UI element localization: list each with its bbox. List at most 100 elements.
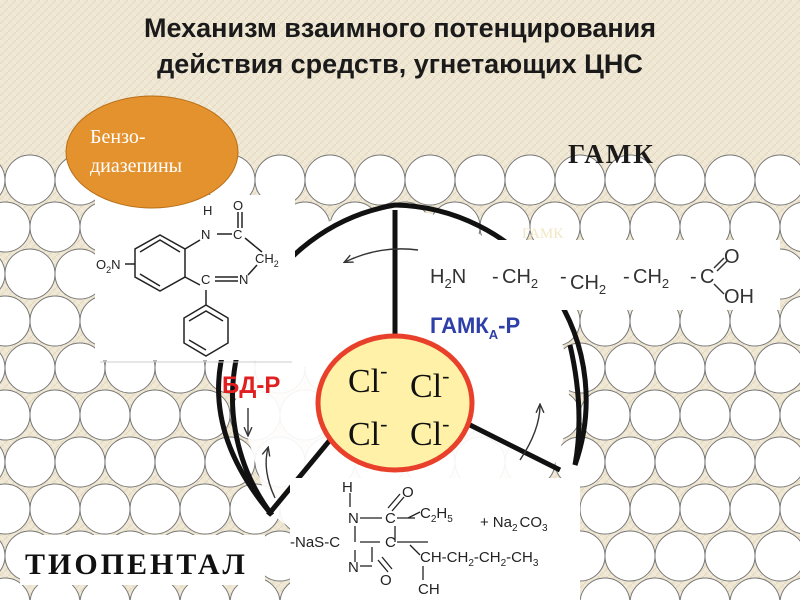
benzo-atom-o: O xyxy=(233,198,243,213)
membrane-cell xyxy=(779,484,800,534)
benzo-atom-h: H xyxy=(203,203,212,218)
membrane-cell xyxy=(29,201,81,253)
benzo-structure-panel xyxy=(95,195,295,360)
gaba-carboxyl-o: O xyxy=(724,246,740,268)
membrane-cell xyxy=(779,202,800,252)
flow-arrow xyxy=(345,248,419,262)
benzo-atom-n2: N xyxy=(239,272,248,287)
membrane-cell xyxy=(179,483,231,535)
membrane-cell xyxy=(129,389,181,441)
membrane-cell xyxy=(704,154,756,206)
benzo-phenyl-ring xyxy=(183,304,229,357)
membrane-cell xyxy=(679,577,731,600)
membrane-cell xyxy=(654,342,706,394)
membrane-cell xyxy=(4,342,56,394)
membrane-cell xyxy=(754,154,800,206)
chloride-channel: Cl- Cl- Cl- Cl- xyxy=(315,333,475,473)
membrane-cell xyxy=(729,389,781,441)
membrane-cell xyxy=(0,577,31,600)
membrane-cell xyxy=(29,295,81,347)
gaba-label: ГАМК xyxy=(568,139,655,169)
membrane-cell xyxy=(704,342,756,394)
membrane-cell xyxy=(579,577,631,600)
membrane-cell xyxy=(779,390,800,440)
membrane-cell xyxy=(54,436,106,488)
slide-title-line1: Механизм взаимного потенцирования xyxy=(143,13,657,43)
thio-atom-n2: N xyxy=(348,559,359,576)
membrane-cell xyxy=(654,154,706,206)
receptor-left-arc xyxy=(216,344,274,517)
gaba-ch2-3: CH2 xyxy=(633,266,669,291)
membrane-cell xyxy=(654,530,706,582)
receptor-outer-arc xyxy=(229,202,589,517)
bd-receptor-label: БД-Р xyxy=(222,372,280,399)
thio-ethyl: C2H5 xyxy=(420,505,453,525)
gaba-dash: - xyxy=(623,266,630,288)
gaba-formula: ГАМК H2N - CH2 - CH2 - CH2 - C O OH xyxy=(420,226,780,310)
thiopental-label: ТИОПЕНТАЛ xyxy=(25,548,248,581)
membrane-cell xyxy=(29,483,81,535)
membrane-cell xyxy=(779,296,800,346)
benzo-label-line1: Бензо- xyxy=(90,126,146,148)
membrane-cell xyxy=(79,389,131,441)
benzo-atom-c2: C xyxy=(201,272,210,287)
gaba-carboxyl-oh: OH xyxy=(724,286,754,308)
flow-arrow xyxy=(519,405,540,461)
membrane-cell xyxy=(404,154,456,206)
membrane-cell xyxy=(354,154,406,206)
membrane-cell xyxy=(629,389,681,441)
thio-atom-c2: C xyxy=(385,534,396,551)
membrane-cell xyxy=(454,154,506,206)
thio-atom-ch: CH xyxy=(418,581,440,598)
membrane-cell xyxy=(604,342,656,394)
thio-atom-h: H xyxy=(342,479,353,496)
chloride-ion: Cl- xyxy=(410,411,449,453)
membrane-cell xyxy=(154,436,206,488)
thio-side-chain: CH-CH2-CH2-CH3 xyxy=(420,549,539,569)
gaba-ghost-label: ГАМК xyxy=(522,226,564,242)
benzo-atom-c: C xyxy=(233,227,242,242)
gaba-dash: - xyxy=(560,266,567,288)
receptor-divider xyxy=(468,422,562,473)
membrane-cell xyxy=(704,530,756,582)
receptor-divider xyxy=(266,438,332,517)
membrane-cell xyxy=(754,436,800,488)
gaba-a-receptor-label: ГАМКА-Р xyxy=(430,313,520,342)
membrane-cell xyxy=(4,436,56,488)
thio-atom-n: N xyxy=(348,510,359,527)
slide-title: Механизм взаимного потенцирования действ… xyxy=(0,10,800,82)
membrane-cell xyxy=(79,483,131,535)
membrane-cell xyxy=(4,248,56,300)
membrane-cell xyxy=(129,483,181,535)
membrane-cell xyxy=(579,483,631,535)
chloride-ion: Cl- xyxy=(410,363,449,405)
membrane-cell xyxy=(779,578,800,600)
chloride-ion: Cl- xyxy=(348,358,387,400)
membrane-cell xyxy=(104,436,156,488)
membrane-cell xyxy=(504,154,556,206)
membrane-cell xyxy=(754,530,800,582)
membrane-cell xyxy=(304,154,356,206)
membrane-cell xyxy=(729,577,781,600)
thio-atom-o: O xyxy=(402,484,414,501)
membrane-cell xyxy=(29,389,81,441)
membrane-cell xyxy=(679,389,731,441)
membrane-cell xyxy=(629,577,681,600)
thiopental-label-bg xyxy=(20,535,265,585)
membrane-cell xyxy=(604,436,656,488)
gaba-amino-group: H2N xyxy=(430,266,466,291)
membrane-cell xyxy=(604,530,656,582)
receptor-right-arc xyxy=(567,344,582,466)
membrane-cell xyxy=(704,436,756,488)
benzodiazepines-badge: Бензо- диазепины xyxy=(65,95,239,209)
membrane-cell xyxy=(654,436,706,488)
gaba-dash: - xyxy=(690,266,697,288)
thio-nas-group: -NaS-C xyxy=(290,534,340,551)
membrane-cell xyxy=(629,483,681,535)
membrane-cell xyxy=(754,342,800,394)
benzo-atom-ch2: CH2 xyxy=(255,251,279,269)
gaba-dash: - xyxy=(492,266,499,288)
